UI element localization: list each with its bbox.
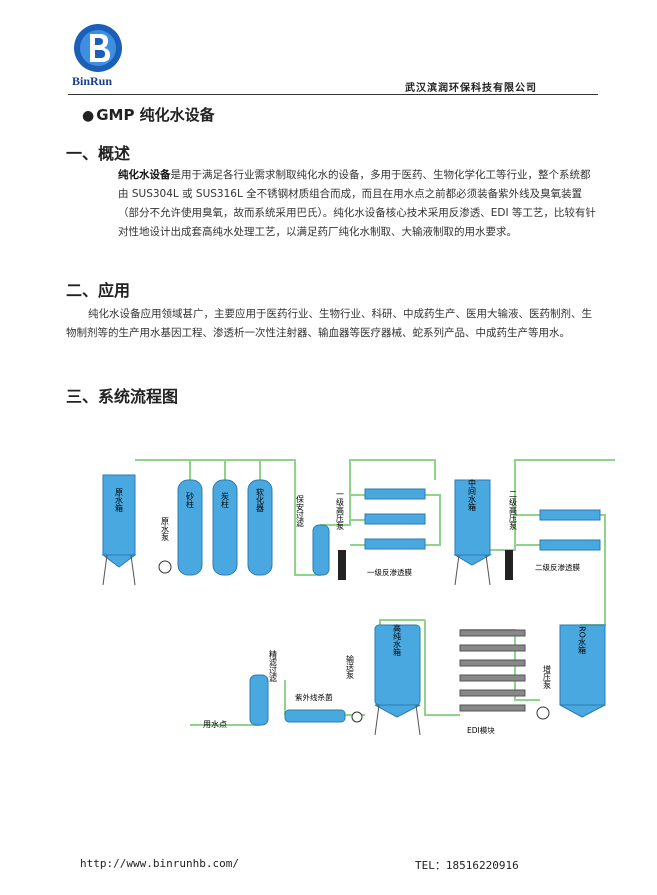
label-pure-tank: 高纯水箱	[393, 623, 402, 657]
delivery-pump-icon	[351, 711, 363, 723]
title-bullet: ●	[82, 108, 95, 124]
fine-filter	[249, 674, 269, 726]
ro2-membranes	[539, 509, 601, 551]
security-filter	[312, 524, 330, 576]
label-raw-pump: 原水泵	[161, 517, 170, 541]
edi-modules	[459, 629, 526, 712]
footer-tel: TEL：18516220916	[415, 859, 519, 872]
label-hp-pump1: 一级高压泵	[336, 490, 345, 530]
overview-lead: 纯化水设备	[118, 169, 171, 181]
binrun-logo	[74, 24, 122, 72]
overview-paragraph: 纯化水设备是用于满足各行业需求制取纯化水的设备，多用于医药、生物化学化工等行业，…	[118, 166, 598, 242]
hp-pump2-icon	[505, 550, 513, 580]
system-flow-diagram: 原水箱 原水泵 砂柱 炭柱 软化器 保安过滤 一级高压泵 一级反渗透膜 中间水箱…	[101, 459, 615, 736]
ro1-membranes	[364, 488, 426, 550]
hp-pump1-icon	[338, 550, 346, 580]
boost-pump-icon	[536, 706, 550, 720]
product-title-text: GMP 纯化水设备	[96, 106, 215, 124]
application-paragraph: 纯化水设备应用领域甚广，主要应用于医药行业、生物行业、科研、中成药生产、医用大输…	[66, 308, 592, 339]
softener-column: 软化器	[247, 479, 273, 576]
label-security-filter: 保安过滤	[296, 494, 305, 528]
label-use-point: 用水点	[203, 719, 227, 729]
label-carbon: 炭柱	[221, 492, 230, 509]
sand-column: 砂柱	[177, 479, 203, 576]
label-softener: 软化器	[256, 487, 265, 513]
label-edi: EDI模块	[467, 725, 495, 735]
label-ro2: 二级反渗透膜	[535, 562, 580, 572]
label-mid-tank: 中间水箱	[468, 478, 477, 512]
label-ro-tank: RO水箱	[578, 626, 587, 655]
uv-sterilizer	[284, 709, 346, 723]
label-ro1: 一级反渗透膜	[367, 567, 412, 577]
pure-water-tank: 高纯水箱	[374, 623, 421, 736]
label-uv: 紫外线杀菌	[295, 692, 333, 702]
carbon-column: 炭柱	[212, 479, 238, 576]
label-fine-filter: 精滤过滤	[269, 649, 278, 683]
footer-url[interactable]: http://www.binrunhb.com/	[80, 857, 239, 870]
label-hp-pump2: 二级高压泵	[509, 490, 518, 530]
label-sand: 砂柱	[186, 491, 195, 509]
logo-text: BinRun	[72, 74, 113, 88]
section-application-heading: 二、应用	[66, 281, 131, 300]
company-name: 武汉滨润环保科技有限公司	[405, 83, 537, 94]
section-flow-heading: 三、系统流程图	[66, 387, 179, 406]
ro-water-tank: RO水箱	[559, 624, 606, 718]
raw-water-tank: 原水箱	[101, 474, 137, 586]
pipes	[135, 459, 615, 726]
middle-water-tank: 中间水箱	[453, 478, 492, 586]
label-boost-pump: 增压泵	[543, 664, 552, 689]
label-raw-tank: 原水箱	[115, 488, 124, 513]
label-delivery-pump: 输送泵	[346, 654, 355, 679]
header-divider	[68, 94, 598, 95]
overview-text: 是用于满足各行业需求制取纯化水的设备，多用于医药、生物化学化工等行业，整个系统都…	[118, 169, 596, 238]
section-overview-heading: 一、概述	[66, 144, 131, 163]
product-title: ●GMP 纯化水设备	[82, 104, 215, 125]
raw-pump-icon	[158, 560, 172, 574]
